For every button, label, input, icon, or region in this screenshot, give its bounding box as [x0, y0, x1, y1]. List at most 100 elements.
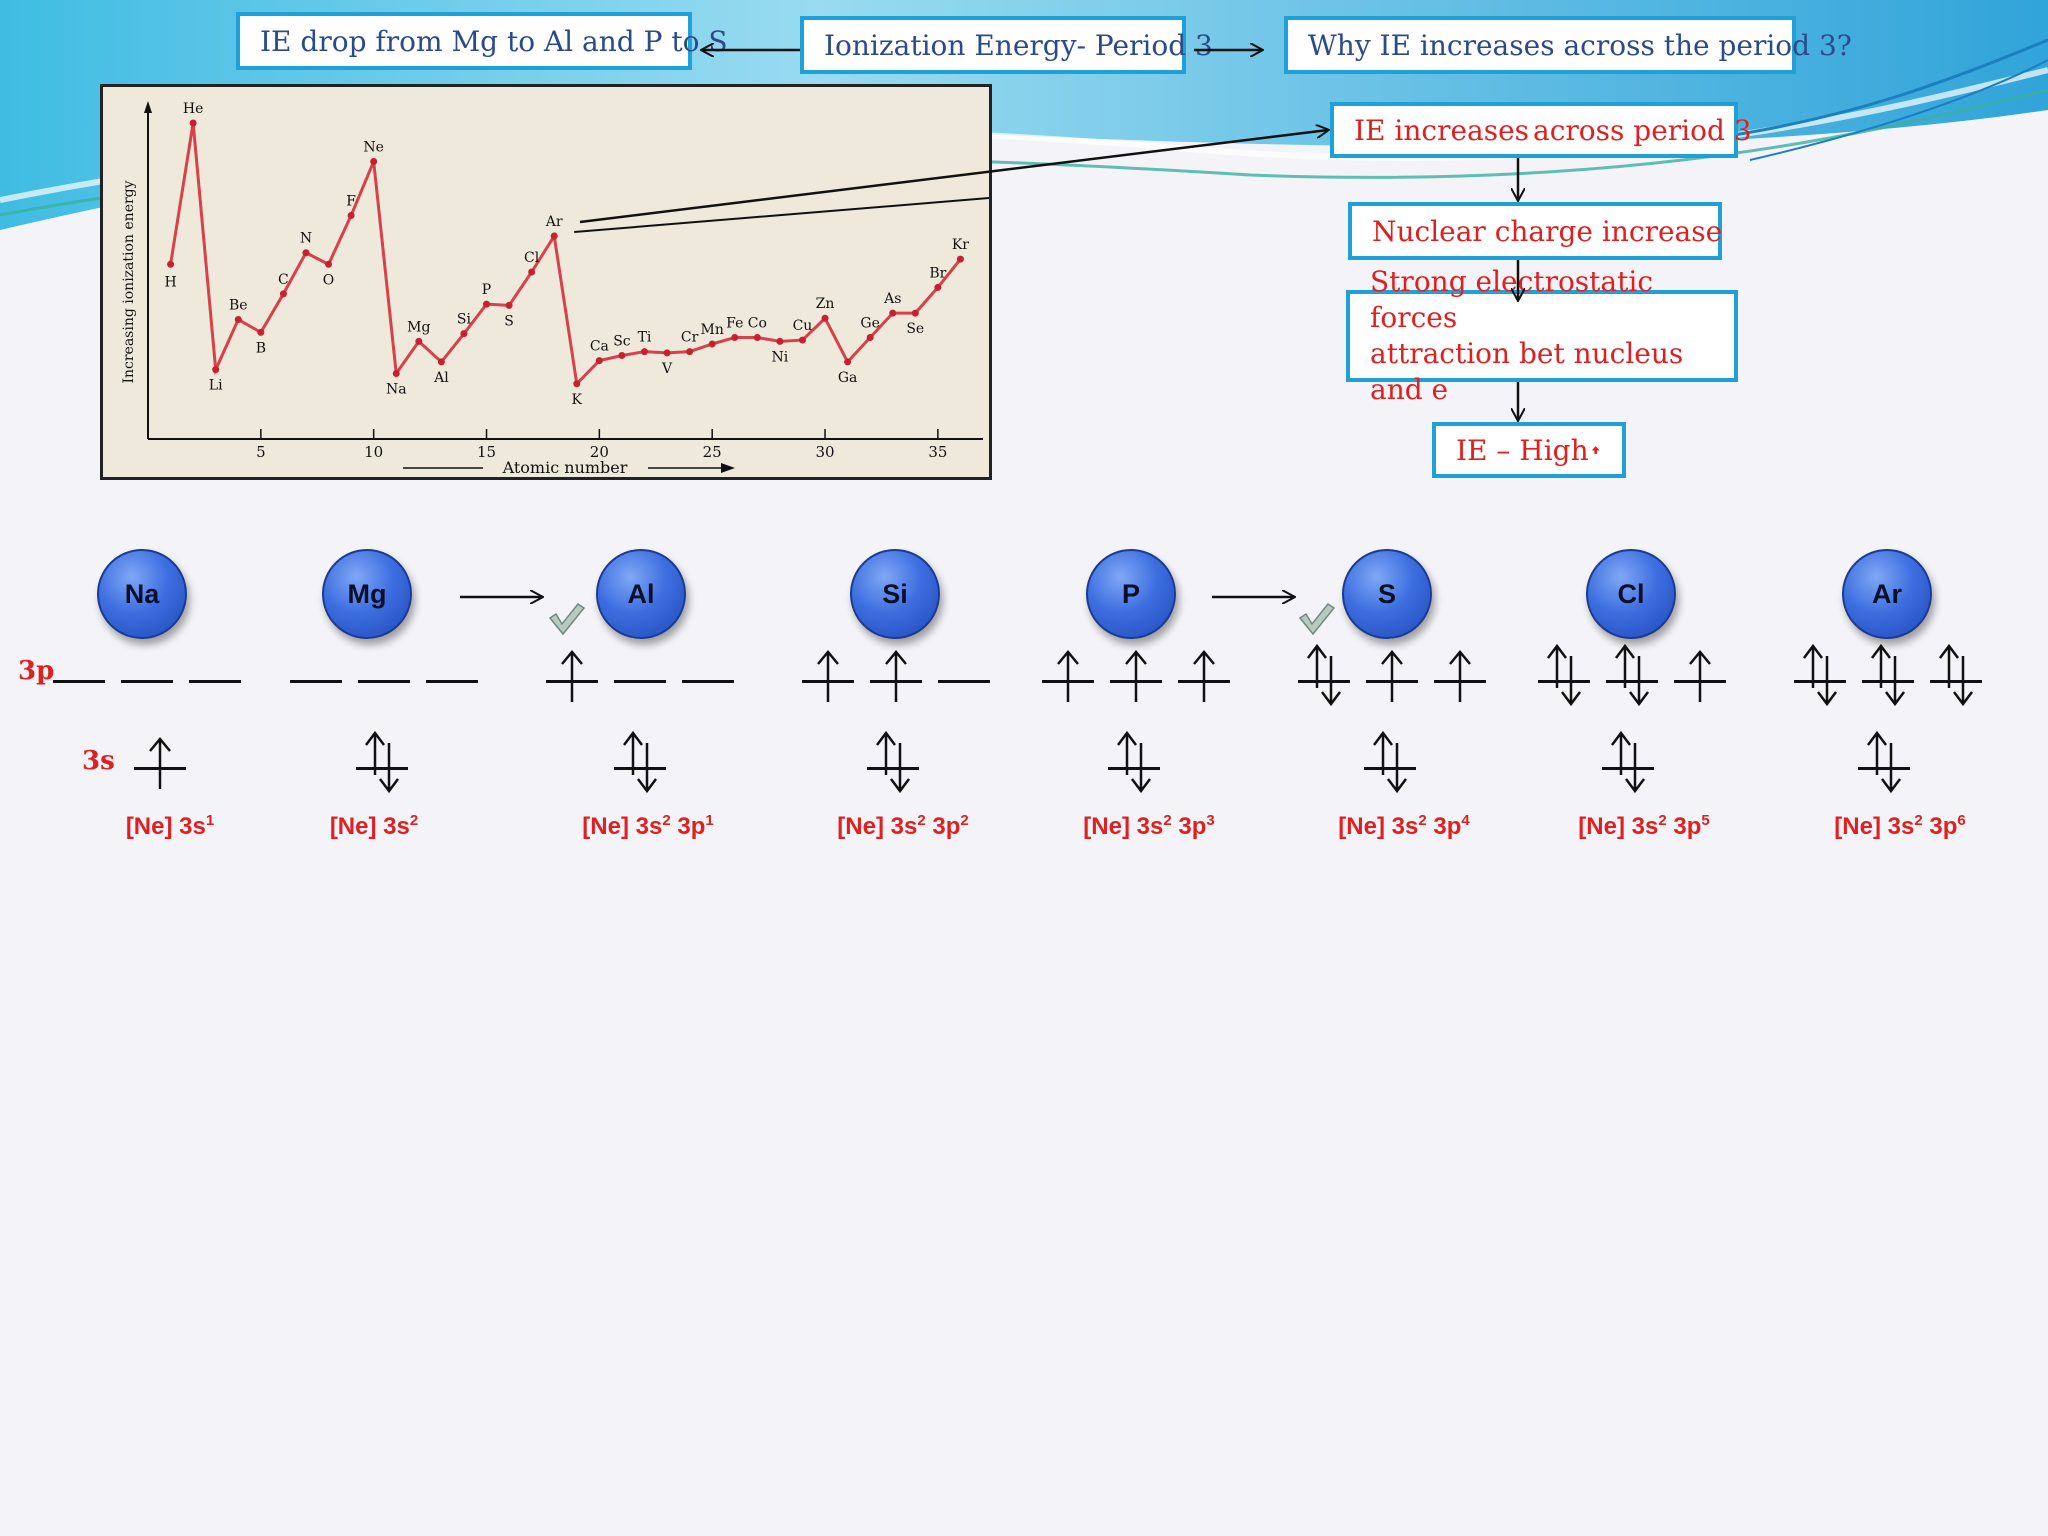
orbital-label-3s: 3s [82, 746, 115, 776]
data-point-Na [392, 369, 400, 377]
config-core: [Ne] 3s [1578, 813, 1659, 840]
data-point-Si [460, 330, 468, 338]
point-label-H: H [164, 274, 176, 290]
data-point-Cu [798, 336, 806, 344]
point-label-Co: Co [748, 316, 767, 332]
point-label-Ge: Ge [860, 316, 879, 332]
point-label-O: O [323, 272, 334, 288]
y-axis-arrow-icon [144, 101, 152, 113]
ar-pointer-line [574, 197, 989, 234]
element-circle-al: Al [596, 549, 686, 639]
electron-up-arrow-icon [885, 650, 907, 702]
electron-config-cl: [Ne] 3s2 3p5 [1578, 812, 1709, 841]
config-p-count: 3 [1206, 812, 1215, 829]
x-tick-label-20: 20 [590, 443, 609, 461]
element-circle-p: P [1086, 549, 1176, 639]
chart-svg: Increasing ionization energy Atomic numb… [121, 101, 989, 477]
x-axis-label: Atomic number [502, 458, 628, 477]
x-label-arrow-icon [721, 463, 735, 473]
point-label-Cu: Cu [793, 318, 813, 334]
element-circle-cl: Cl [1586, 549, 1676, 639]
x-tick-label-25: 25 [703, 443, 722, 461]
flow-step-ie-high: IE – High [1432, 422, 1626, 478]
config-p-label: 3p [1426, 813, 1462, 840]
config-p-count: 4 [1461, 812, 1470, 829]
point-label-Cl: Cl [524, 250, 540, 266]
electron-pair-arrows-icon [623, 730, 657, 794]
x-tick-label-15: 15 [477, 443, 496, 461]
point-label-Se: Se [906, 321, 924, 337]
orbital-line-3s [1858, 767, 1910, 770]
point-label-C: C [278, 272, 289, 288]
config-p-count: 1 [705, 812, 714, 829]
orbital-line-3p [682, 680, 734, 683]
orbital-line-3p [1606, 680, 1658, 683]
data-point-Mn [708, 340, 716, 348]
config-p-label: 3p [1666, 813, 1702, 840]
point-label-P: P [482, 282, 491, 298]
drop-box: IE drop from Mg to Al and P to S [236, 12, 728, 70]
electron-config-s: [Ne] 3s2 3p4 [1338, 812, 1469, 841]
electron-config-al: [Ne] 3s2 3p1 [582, 812, 713, 841]
electron-pair-arrows-icon [1615, 643, 1649, 707]
data-point-O [325, 260, 333, 268]
config-p-count: 2 [960, 812, 969, 829]
x-tick-label-5: 5 [256, 443, 266, 461]
config-p-label: 3p [1171, 813, 1207, 840]
electron-up-arrow-icon [1689, 650, 1711, 702]
electron-up-arrow-icon [1125, 650, 1147, 702]
electron-pair-arrows-icon [1803, 643, 1837, 707]
ionization-energy-chart: Increasing ionization energy Atomic numb… [100, 84, 992, 480]
electron-up-arrow-icon [561, 650, 583, 702]
orbital-line-3s [356, 767, 408, 770]
orbital-line-3p [121, 680, 173, 683]
electron-pair-arrows-icon [1939, 643, 1973, 707]
data-point-Li [212, 366, 220, 374]
check-mark-icon [1298, 602, 1336, 636]
element-circle-si: Si [850, 549, 940, 639]
config-core: [Ne] 3s [329, 813, 410, 840]
electron-pair-arrows-icon [1547, 643, 1581, 707]
ie-series-line [169, 122, 962, 387]
data-point-Sc [618, 352, 626, 359]
data-point-Fe [731, 334, 739, 342]
point-label-Si: Si [457, 312, 472, 328]
data-point-Mg [415, 337, 423, 345]
point-label-N: N [300, 231, 312, 247]
flow-step-electrostatic: Strong electrostatic forces attraction b… [1346, 265, 1738, 406]
data-point-Ti [640, 348, 648, 356]
chart-axes: Increasing ionization energy Atomic numb… [121, 101, 983, 477]
config-core: [Ne] 3s [837, 813, 918, 840]
flow-step1-pre: IE increases [1354, 113, 1530, 147]
data-point-Zn [821, 314, 829, 322]
point-label-Zn: Zn [816, 296, 835, 312]
x-tick-label-35: 35 [928, 443, 947, 461]
point-label-Ti: Ti [638, 330, 652, 346]
data-point-Ga [844, 358, 852, 366]
config-p-label: 3p [925, 813, 961, 840]
orbital-line-3p [1538, 680, 1590, 683]
point-label-Ne: Ne [363, 140, 384, 156]
config-core: [Ne] 3s [1083, 813, 1164, 840]
check-mark-icon [548, 602, 586, 636]
data-point-F [347, 211, 355, 219]
element-circle-mg: Mg [322, 549, 412, 639]
data-point-Co [753, 334, 761, 342]
config-core: [Ne] 3s [1338, 813, 1419, 840]
electron-up-arrow-icon [1193, 650, 1215, 702]
point-label-Ga: Ga [838, 370, 858, 386]
config-core: [Ne] 3s [1834, 813, 1915, 840]
orbital-label-3p: 3p [18, 656, 55, 686]
electron-pair-arrows-icon [1373, 730, 1407, 794]
flow-step1-post: across period 3 [1533, 113, 1752, 147]
config-p-count: 6 [1957, 812, 1966, 829]
data-point-Se [911, 309, 919, 317]
orbital-line-3p [358, 680, 410, 683]
data-point-V [663, 349, 671, 357]
electron-config-si: [Ne] 3s2 3p2 [837, 812, 968, 841]
data-point-B [257, 328, 265, 336]
orbital-line-3p [614, 680, 666, 683]
flow-step-nuclear-charge: Nuclear charge increase [1348, 202, 1722, 260]
data-point-Ar [550, 232, 558, 240]
orbital-line-3s [614, 767, 666, 770]
